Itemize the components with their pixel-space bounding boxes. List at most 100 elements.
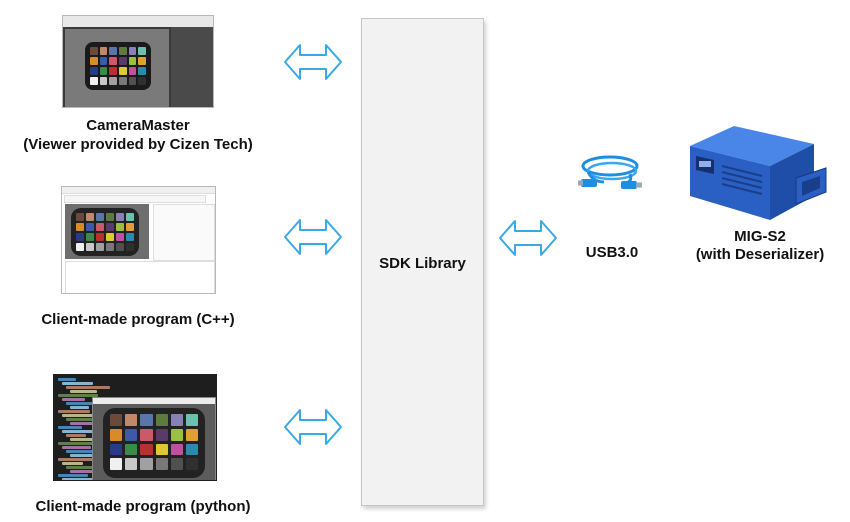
code-line [62,462,83,465]
color-patch [185,414,198,426]
code-line [66,466,100,469]
color-patch [155,428,168,441]
color-patch [185,428,198,441]
code-line [62,430,99,433]
color-patch [138,47,146,55]
usb-cable-icon [578,155,642,189]
color-patch [118,57,127,65]
color-patch [86,223,94,231]
color-patch [140,428,153,441]
color-patch [185,443,198,456]
color-patch [116,233,124,241]
color-patch [90,57,98,65]
code-line [66,386,110,389]
color-patch [90,67,98,75]
side-panel [171,27,213,107]
sdk-library-box [361,18,484,506]
color-patch [76,223,84,231]
color-patch [138,57,146,65]
color-patch [109,47,117,55]
color-patches [110,414,198,470]
color-patch [140,414,153,426]
color-patch [110,428,123,441]
color-patch [116,213,124,221]
color-patch [126,233,134,241]
color-patch [116,223,124,231]
code-line [58,458,96,461]
color-patch [99,57,108,65]
code-line [66,418,94,421]
color-patch [128,47,137,55]
code-line [70,454,95,457]
color-patch [110,458,123,470]
double-arrow-icon [284,409,342,445]
color-patch [109,57,117,65]
color-patch [96,213,104,221]
color-patch [76,243,84,251]
code-line [66,450,108,453]
color-patch [106,223,114,231]
color-patch [170,428,183,441]
color-checker-chart [71,208,139,256]
color-patch [125,443,138,456]
code-line [70,406,89,409]
double-arrow-icon [284,44,342,80]
color-patch [140,443,153,456]
color-patch [99,47,108,55]
preview-title-bar [93,398,215,404]
code-line [58,378,76,381]
color-patch [109,67,117,75]
color-checker-chart [103,408,205,478]
code-line [58,442,104,445]
code-line [62,398,85,401]
color-patches [90,47,146,85]
color-patch [118,77,127,85]
toolbar [63,16,213,27]
code-line [66,402,102,405]
color-patch [170,458,183,470]
code-line [62,414,107,417]
code-line [70,422,111,425]
preview-window [92,397,216,480]
cameramaster-subtitle: (Viewer provided by Cizen Tech) [23,136,253,153]
title-bar [62,187,215,194]
color-patch [99,77,108,85]
color-patch [170,443,183,456]
color-patch [155,443,168,456]
color-patch [138,67,146,75]
color-patch [126,243,134,251]
code-line [70,438,103,441]
code-line [58,394,98,397]
color-patch [76,233,84,241]
code-line [58,426,82,429]
mig-title: MIG-S2 [734,228,786,245]
python-program-screenshot [53,374,217,481]
double-arrow-icon [499,220,557,256]
color-patch [125,458,138,470]
viewer-area [65,204,149,259]
color-patch [96,233,104,241]
cameramaster-title: CameraMaster [86,117,190,134]
color-patch [106,243,114,251]
color-patch [90,77,98,85]
color-patch [116,243,124,251]
color-patch [125,428,138,441]
color-patch [128,67,137,75]
color-patch [86,213,94,221]
color-patch [126,213,134,221]
code-line [62,478,105,480]
color-patches [76,213,134,251]
color-patch [110,414,123,426]
sdk-library-label: SDK Library [379,255,466,272]
cpp-program-screenshot [61,186,216,294]
usb-label: USB3.0 [585,244,639,261]
color-patch [106,233,114,241]
color-patch [155,414,168,426]
color-patch [90,47,98,55]
color-patch [170,414,183,426]
color-patch [128,77,137,85]
code-line [62,446,91,449]
python-program-label: Client-made program (python) [35,498,251,515]
color-patch [76,213,84,221]
button-row [64,195,206,203]
